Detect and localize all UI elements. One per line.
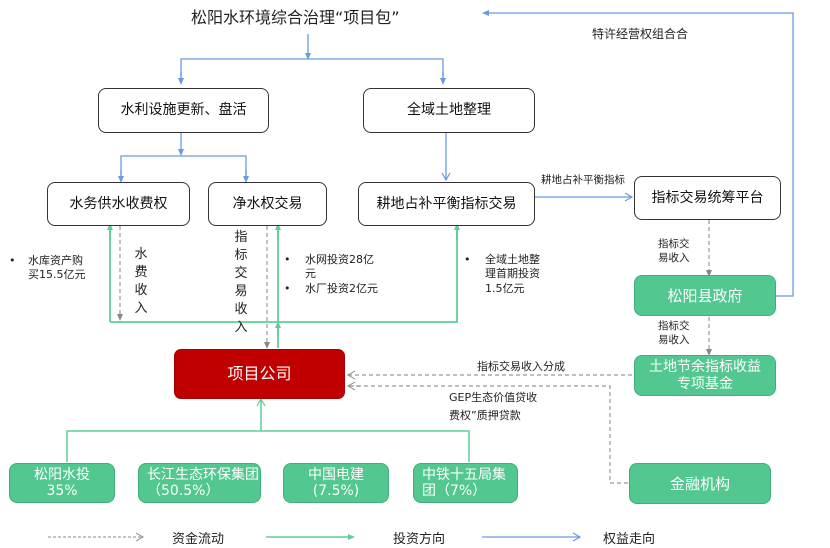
node-county-gov[interactable]: 松阳县政府 — [634, 275, 776, 316]
shareholder-name: 长江生态环保集团（50.5%） — [147, 466, 259, 499]
label-water-fee-income: 水费收入 — [134, 247, 148, 316]
shareholder-crcc-15[interactable]: 中铁十五局集团（7%） — [413, 463, 518, 503]
bullet-text: 水网投资28亿元 — [305, 253, 374, 281]
dashed-capital-flows — [117, 220, 712, 484]
node-project-company-label: 项目公司 — [227, 364, 292, 384]
label-index-income-2: 指标交易收入 — [658, 320, 690, 346]
legend-label-equity: 权益走向 — [603, 532, 656, 547]
bullet-list-reservoir: • 水库资产购买15.5亿元 — [9, 254, 99, 283]
bullet-list-network: • 水网投资28亿元 • 水厂投资2亿元 — [284, 253, 394, 296]
node-farmland-balance-trade[interactable]: 耕地占补平衡指标交易 — [358, 182, 535, 226]
node-surplus-fund-label: 土地节余指标收益专项基金 — [649, 359, 761, 392]
node-water-supply-fee[interactable]: 水务供水收费权 — [47, 182, 190, 226]
shareholder-name: 松阳水投 — [34, 466, 90, 483]
node-water-infra-label: 水利设施更新、盘活 — [120, 102, 247, 119]
node-financial-inst[interactable]: 金融机构 — [629, 463, 771, 504]
bullet-dot: • — [284, 281, 291, 295]
node-surplus-fund[interactable]: 土地节余指标收益专项基金 — [634, 355, 776, 396]
bullet-text: 水厂投资2亿元 — [305, 281, 378, 295]
shareholder-share: (7.5%) — [312, 483, 360, 499]
node-land-consolidation[interactable]: 全域土地整理 — [363, 88, 535, 133]
node-project-company[interactable]: 项目公司 — [174, 349, 345, 399]
node-land-consolidation-label: 全域土地整理 — [407, 102, 491, 119]
label-index-income-share: 指标交易收入分成 — [477, 360, 565, 373]
green-shareholder-lines — [66, 397, 470, 462]
green-investment-lines — [107, 223, 460, 348]
shareholder-yangtze-eco[interactable]: 长江生态环保集团（50.5%） — [138, 463, 261, 503]
diagram-title: 松阳水环境综合治理“项目包” — [191, 8, 400, 27]
bullet-text: 水库资产购买15.5亿元 — [28, 254, 86, 282]
node-financial-inst-label: 金融机构 — [669, 474, 730, 493]
bullet-text: 全域土地整理首期投资1.5亿元 — [485, 253, 540, 295]
node-clean-water-trade-label: 净水权交易 — [232, 195, 303, 212]
node-county-gov-label: 松阳县政府 — [667, 286, 743, 305]
blue-infra-split — [118, 131, 249, 183]
label-index-income-1: 指标交易收入 — [658, 238, 690, 264]
node-index-platform[interactable]: 指标交易统筹平台 — [634, 176, 781, 220]
shareholder-share: （7%） — [436, 483, 487, 499]
shareholder-name: 中国电建 — [308, 466, 364, 483]
label-index-trade-income-vertical: 指标交易收入 — [234, 230, 248, 335]
shareholder-songyang-water[interactable]: 松阳水投 35% — [9, 463, 115, 503]
legend-label-capital-flow: 资金流动 — [172, 532, 225, 547]
label-franchise-combo: 特许经营权组合合 — [592, 27, 689, 41]
node-water-infra[interactable]: 水利设施更新、盘活 — [98, 88, 269, 133]
shareholder-name: 中铁十五局集团（7%） — [422, 466, 506, 499]
legend-label-investment: 投资方向 — [393, 532, 446, 547]
node-index-platform-label: 指标交易统筹平台 — [651, 189, 764, 206]
bullet-dot: • — [464, 253, 471, 266]
bullet-dot: • — [284, 253, 291, 266]
bullet-list-land: • 全域土地整理首期投资1.5亿元 — [464, 253, 554, 296]
shareholder-power-china[interactable]: 中国电建 (7.5%) — [283, 463, 389, 503]
bullet-dot: • — [9, 254, 16, 267]
shareholder-share: 35% — [46, 483, 78, 499]
node-water-supply-fee-label: 水务供水收费权 — [69, 195, 168, 212]
blue-title-split — [178, 34, 446, 85]
label-farmland-index: 耕地占补平衡指标 — [541, 174, 625, 186]
node-clean-water-trade[interactable]: 净水权交易 — [208, 182, 327, 226]
shareholder-share: （50.5%） — [147, 483, 220, 499]
label-gep-loan: GEP生态价值贷收费权”质押贷款 — [449, 391, 538, 423]
blue-gov-to-title — [482, 10, 794, 297]
node-farmland-balance-trade-label: 耕地占补平衡指标交易 — [376, 195, 517, 212]
